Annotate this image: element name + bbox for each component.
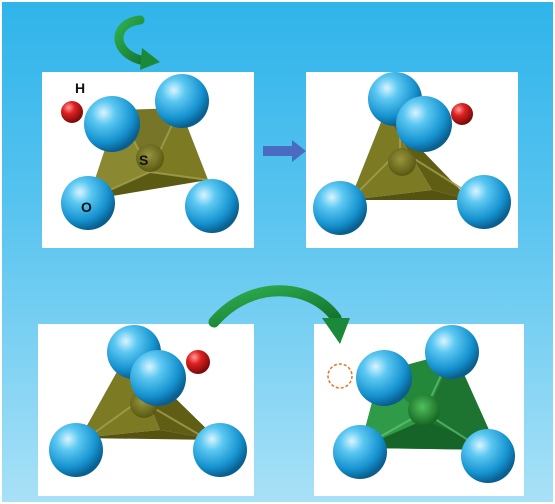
curved-rotation-arrow-icon (114, 15, 160, 70)
molecule-after-transfer (327, 325, 515, 483)
hydrogen-label: H (75, 80, 86, 96)
molecule-initial (61, 74, 239, 233)
sulfur-label: S (139, 152, 149, 168)
molecule-before-transfer (49, 325, 247, 477)
right-arrow-icon (263, 140, 306, 162)
oxygen-label: O (81, 199, 92, 215)
curved-transfer-arrow-icon (208, 285, 350, 344)
molecule-rotated (313, 72, 511, 235)
